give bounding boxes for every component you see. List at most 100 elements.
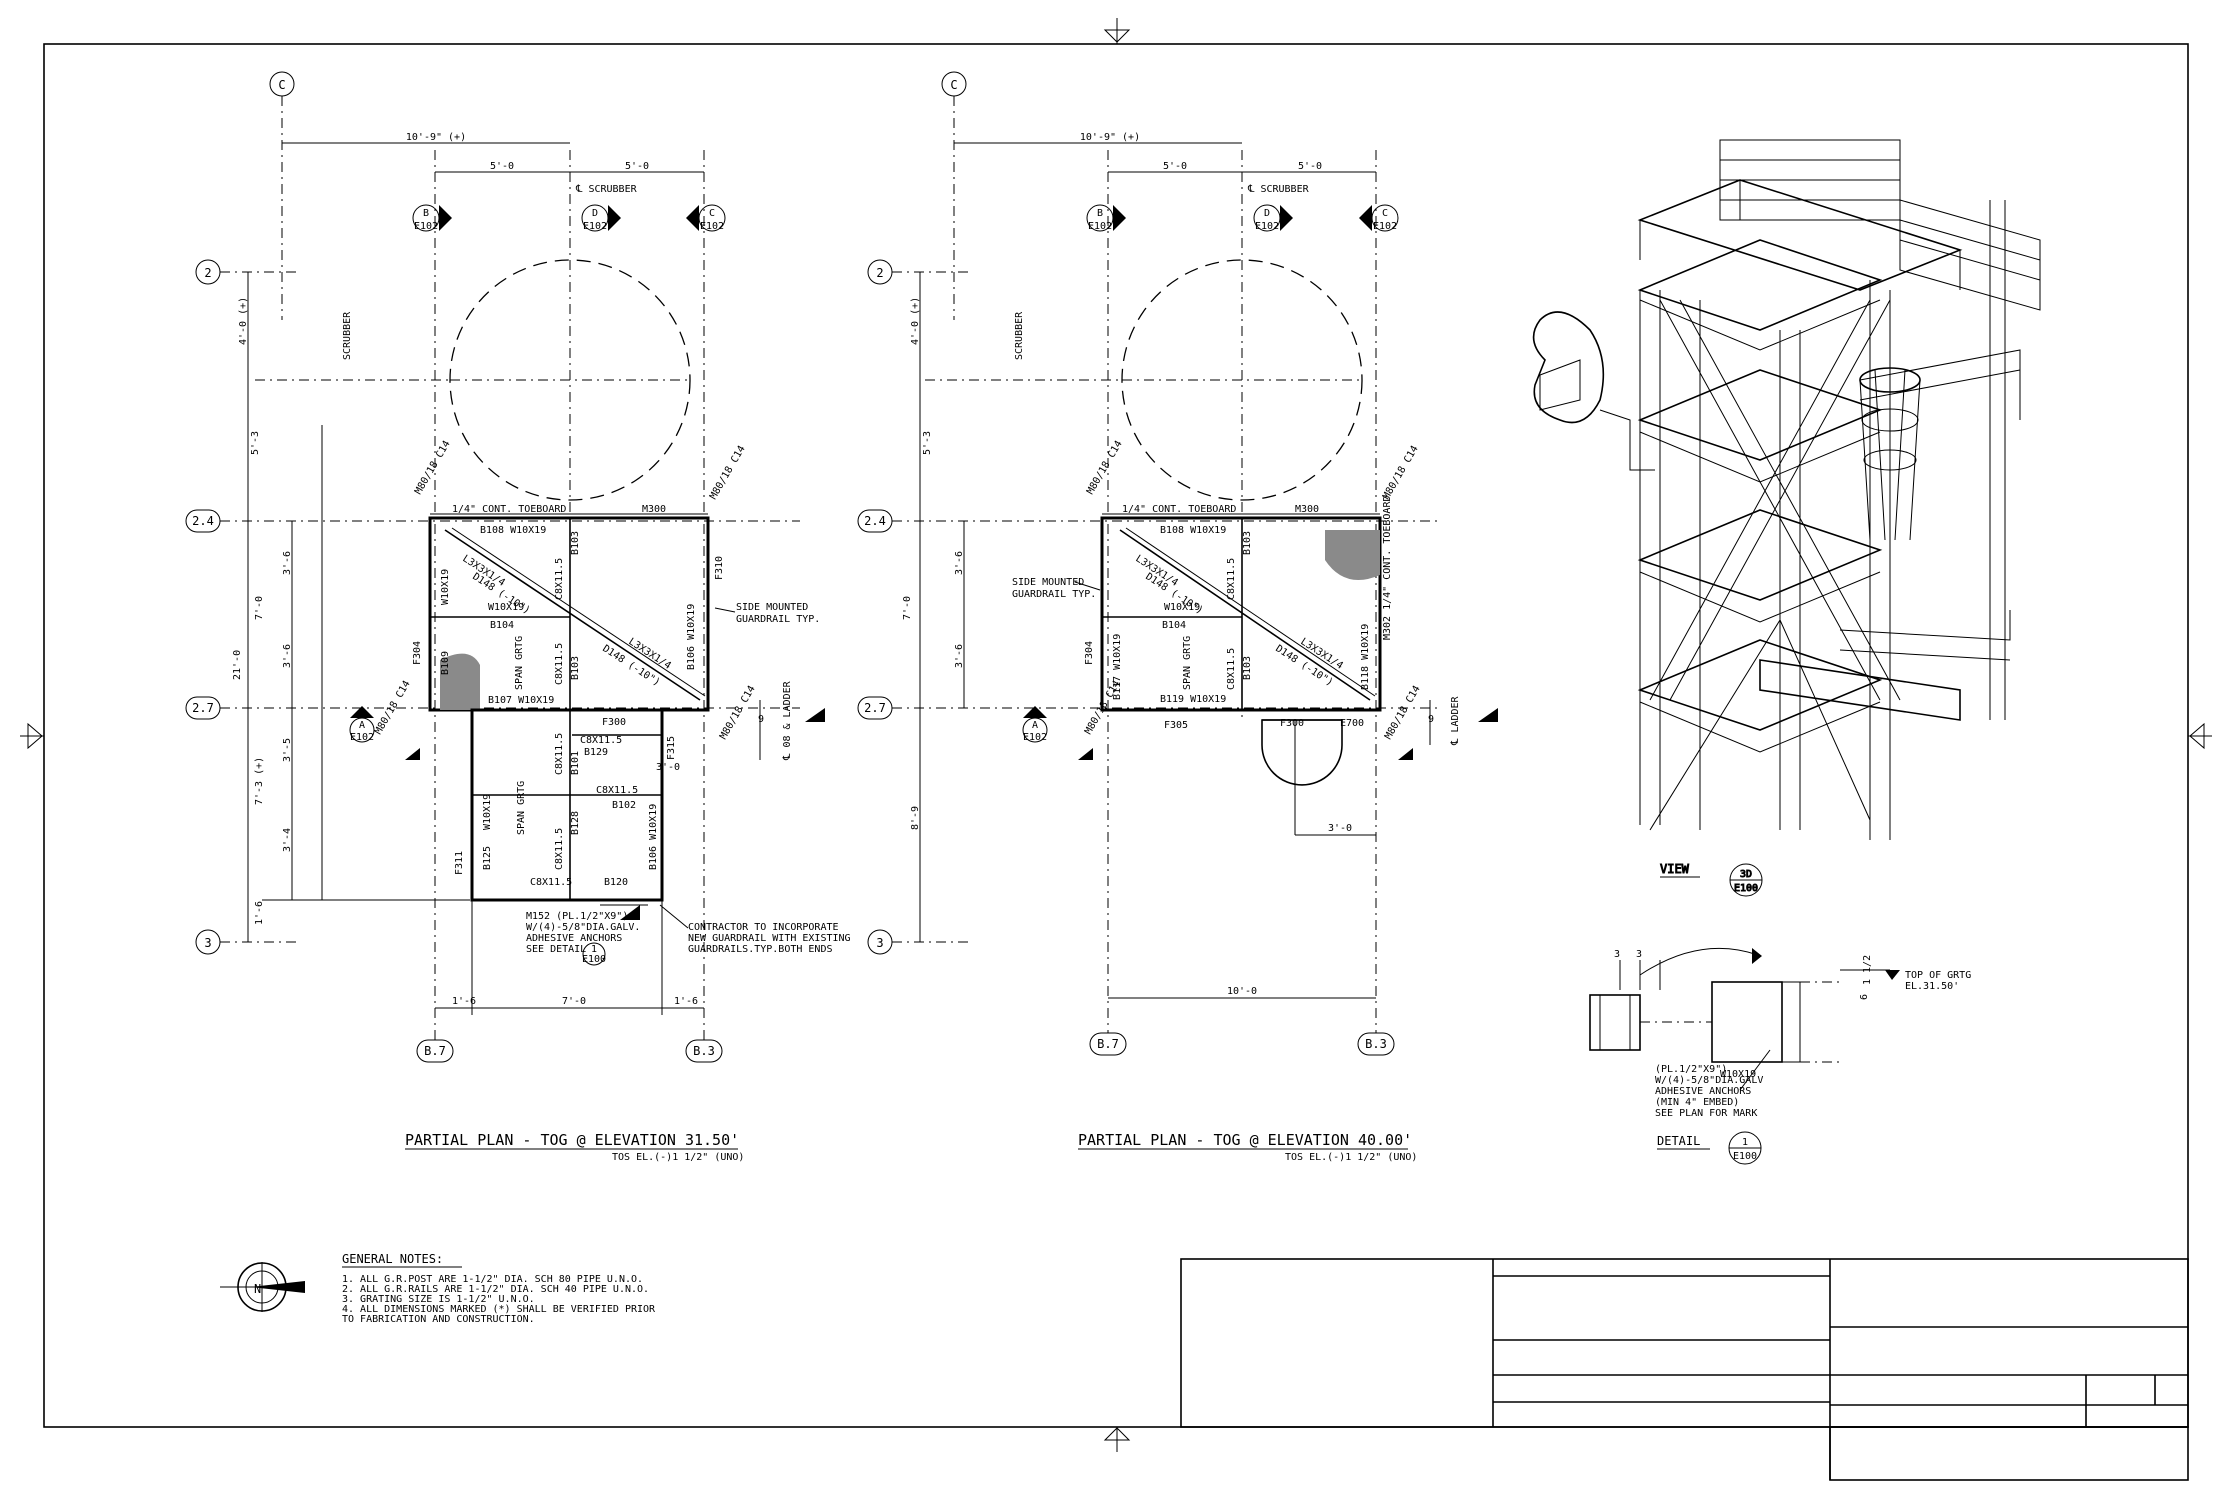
- dim2-left-overall: 7'-0: [902, 596, 913, 620]
- dim-left-d: 3'-6: [282, 644, 293, 668]
- member-b129: B129: [584, 747, 608, 758]
- hatch-opening: [440, 653, 480, 710]
- title-block: [1180, 1258, 2189, 1481]
- plan-elevation-40-00: C 2 2.4 2.7 3 B.7 B.3 10'-9" (+) 5'-0 5'…: [857, 71, 1498, 1163]
- p2-member-b103b: B103: [1242, 656, 1253, 680]
- general-note-1: 1. ALL G.R.POST ARE 1-1/2" DIA. SCH 80 P…: [342, 1274, 643, 1285]
- svg-text:D: D: [592, 208, 598, 219]
- p2-member-c8a-2: C8X11.5: [1226, 648, 1237, 690]
- dim-top-right: 5'-0: [625, 161, 649, 172]
- dim-bot-mid: 7'-0: [562, 996, 586, 1007]
- dim-left-overall-3: 7'-3 (+): [254, 757, 265, 805]
- break-mark: [805, 708, 825, 722]
- detail-1: 3 3 6 1 1/2 TOP OF GRTG EL.31.50' W10X19…: [1589, 947, 1971, 1165]
- grid-label-2-7: 2.7: [192, 701, 214, 715]
- general-notes-title: GENERAL NOTES:: [342, 1252, 443, 1266]
- p2-member-f300: F300: [1280, 718, 1304, 729]
- svg-text:E102: E102: [1023, 732, 1047, 743]
- p2-ladder-cl: ℄ LADDER: [1450, 695, 1461, 746]
- grid-label-2-4: 2.4: [192, 514, 214, 528]
- p2-member-m80-a: M80/18 C14: [1085, 439, 1125, 497]
- section-marker-c-2: C E102: [1359, 204, 1399, 232]
- member-w10k: W10X19: [482, 794, 493, 830]
- member-f304: F304: [412, 641, 423, 665]
- plan2-title: PARTIAL PLAN - TOG @ ELEVATION 40.00': [1078, 1131, 1412, 1149]
- grid-label-2-4-b: 2.4: [864, 514, 886, 528]
- detail-ref-sheet: E100: [582, 954, 606, 965]
- toeboard-label: 1/4" CONT. TOEBOARD: [452, 504, 566, 515]
- dim2-top-left: 5'-0: [1163, 161, 1187, 172]
- svg-text:B: B: [1097, 208, 1103, 219]
- north-arrow: N: [220, 1262, 305, 1312]
- dim2-small-30: 3'-0: [1328, 823, 1352, 834]
- dim-small-9: 9: [758, 714, 764, 725]
- grid-label-3-b: 3: [876, 936, 883, 950]
- detail-note-2: W/(4)-5/8"DIA.GALV: [1655, 1075, 1763, 1086]
- span-grtg-label-2: SPAN GRTG: [514, 636, 525, 690]
- svg-text:E102: E102: [350, 732, 374, 743]
- grid-label-3: 3: [204, 936, 211, 950]
- m152-note-4: SEE DETAIL: [526, 944, 586, 955]
- p2-member-b108: B108 W10X19: [1160, 525, 1226, 536]
- p2-member-b104: B104: [1162, 620, 1186, 631]
- member-c8c-2: C8X11.5: [530, 877, 572, 888]
- member-b128: B128: [570, 811, 581, 835]
- center-mark-right: [2188, 722, 2212, 750]
- dim2-top-right: 5'-0: [1298, 161, 1322, 172]
- side-mounted-note-1: SIDE MOUNTED: [736, 602, 808, 613]
- dim-left-a: 4'-0 (+): [238, 297, 249, 345]
- m300-label-2: M300: [1295, 504, 1319, 515]
- p2-side-mounted-1: SIDE MOUNTED: [1012, 577, 1084, 588]
- member-b125: B125: [482, 846, 493, 870]
- member-f315: F315: [666, 736, 677, 760]
- svg-text:A: A: [359, 720, 365, 731]
- center-mark-left: [20, 722, 44, 750]
- m152-note-2: W/(4)-5/8"DIA.GALV.: [526, 922, 640, 933]
- cl-scrubber-label: ℄ SCRUBBER: [575, 184, 638, 195]
- hatch-opening-2: [1325, 530, 1380, 580]
- m300-label: M300: [642, 504, 666, 515]
- cl-scrubber-label-2: ℄ SCRUBBER: [1247, 184, 1310, 195]
- grid-label-b3-b: B.3: [1365, 1037, 1387, 1051]
- dim-left-overall-2: 21'-0: [232, 650, 243, 680]
- svg-text:E102: E102: [1088, 221, 1112, 232]
- p2-member-e700: E700: [1340, 718, 1364, 729]
- detail-ref-number: 1: [591, 944, 597, 955]
- grid-label-c-2: C: [950, 78, 957, 92]
- dim2-top-overall: 10'-9" (+): [1080, 132, 1140, 143]
- p2-member-m302: M302 1/4" CONT. TOEBOARD: [1382, 496, 1393, 641]
- member-f310: F310: [714, 556, 725, 580]
- dim2-bot: 10'-0: [1227, 986, 1257, 997]
- section-marker-d: D E102: [581, 204, 621, 232]
- member-f311: F311: [454, 851, 465, 875]
- isometric-view: VIEW 3D E100: [1532, 139, 2041, 897]
- detail-note-5: SEE PLAN FOR MARK: [1655, 1108, 1757, 1119]
- detail-elev: EL.31.50': [1905, 981, 1959, 992]
- p2-member-m80-d: M80/18 C14: [1383, 684, 1423, 742]
- detail-dim-6: 6: [1859, 994, 1870, 1000]
- p2-member-b103: B103: [1242, 531, 1253, 555]
- member-b102: B102: [612, 800, 636, 811]
- section-marker-c: C E102: [686, 204, 726, 232]
- member-m80-b: M80/18 C14: [708, 444, 748, 502]
- general-notes: GENERAL NOTES: 1. ALL G.R.POST ARE 1-1/2…: [342, 1252, 656, 1325]
- grid-label-b3: B.3: [693, 1044, 715, 1058]
- section-marker-b: B E102: [412, 204, 452, 232]
- scrubber-side-label-2: SCRUBBER: [1014, 311, 1025, 360]
- general-note-2: 2. ALL G.R.RAILS ARE 1-1/2" DIA. SCH 40 …: [342, 1284, 649, 1295]
- section-marker-d-2: D E102: [1253, 204, 1293, 232]
- dim2-left-a: 4'-0 (+): [910, 297, 921, 345]
- p2-member-b118: B118 W10X19: [1360, 624, 1371, 690]
- member-c8b-2: C8X11.5: [596, 785, 638, 796]
- member-c8b-vert: C8X11.5: [554, 733, 565, 775]
- general-note-4: 4. ALL DIMENSIONS MARKED (*) SHALL BE VE…: [342, 1304, 656, 1315]
- plan1-title: PARTIAL PLAN - TOG @ ELEVATION 31.50': [405, 1131, 739, 1149]
- svg-text:B: B: [423, 208, 429, 219]
- detail-label: DETAIL: [1657, 1134, 1700, 1148]
- detail-ref-bubble: [582, 942, 606, 966]
- svg-text:E102: E102: [1373, 221, 1397, 232]
- grid-label-2-7-b: 2.7: [864, 701, 886, 715]
- plan2-subtitle: TOS EL.(-)1 1/2" (UNO): [1285, 1152, 1417, 1163]
- detail-ref: 1: [1742, 1137, 1748, 1148]
